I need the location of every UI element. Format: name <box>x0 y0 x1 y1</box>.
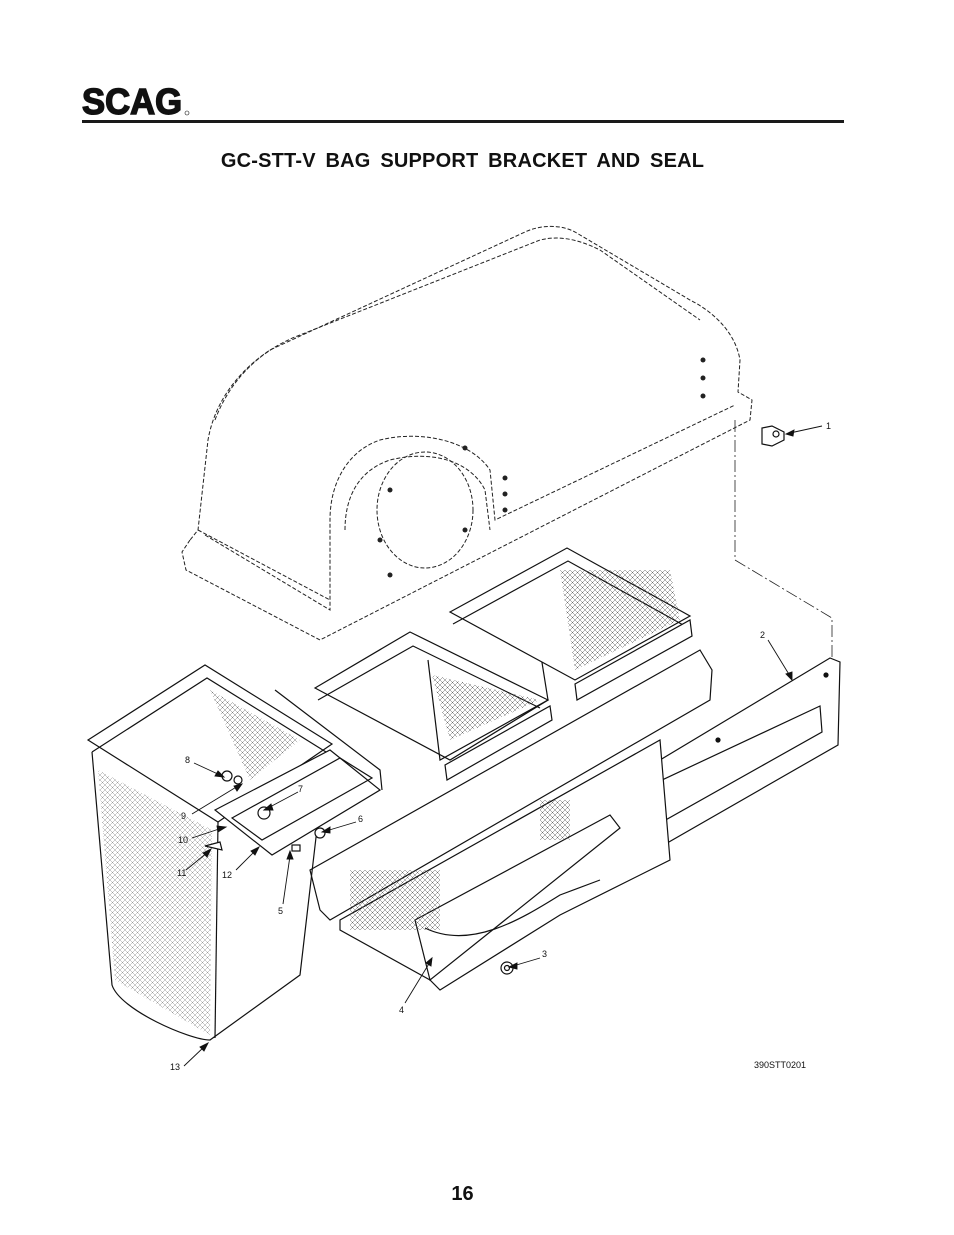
scag-logo: SCAG <box>82 84 190 118</box>
frame-and-seal <box>309 649 713 991</box>
callout-4: 4 <box>399 1005 404 1015</box>
callout-11: 11 <box>177 868 186 878</box>
assembly-leader <box>734 420 833 660</box>
small-bracket <box>204 689 383 856</box>
callout-3: 3 <box>542 949 547 959</box>
callout-10: 10 <box>178 835 188 845</box>
callout-leaders <box>183 425 823 1067</box>
callout-12: 12 <box>222 870 232 880</box>
callout-9: 9 <box>181 811 186 821</box>
figure-id: 390STT0201 <box>754 1060 806 1070</box>
bag-right <box>448 547 693 701</box>
callout-labels: 1 2 3 4 5 6 7 8 9 10 11 12 13 390STT0201 <box>170 421 831 1072</box>
header-rule <box>82 120 844 123</box>
callout-6: 6 <box>358 814 363 824</box>
callout-5: 5 <box>278 906 283 916</box>
svg-text:SCAG: SCAG <box>82 84 182 118</box>
bag-middle <box>313 631 553 781</box>
callout-2: 2 <box>760 630 765 640</box>
bag-left <box>86 664 334 1041</box>
callout-8: 8 <box>185 755 190 765</box>
callout-1: 1 <box>826 421 831 431</box>
callout-13: 13 <box>170 1062 180 1072</box>
page-number: 16 <box>451 1183 474 1205</box>
page-title: GC-STT-V BAG SUPPORT BRACKET AND SEAL <box>220 150 705 172</box>
hood-outline <box>181 225 753 641</box>
hood-bolt-holes <box>377 357 706 578</box>
callout-7: 7 <box>298 784 303 794</box>
fastener-part-1 <box>761 425 785 447</box>
nut-part-3 <box>500 961 514 975</box>
